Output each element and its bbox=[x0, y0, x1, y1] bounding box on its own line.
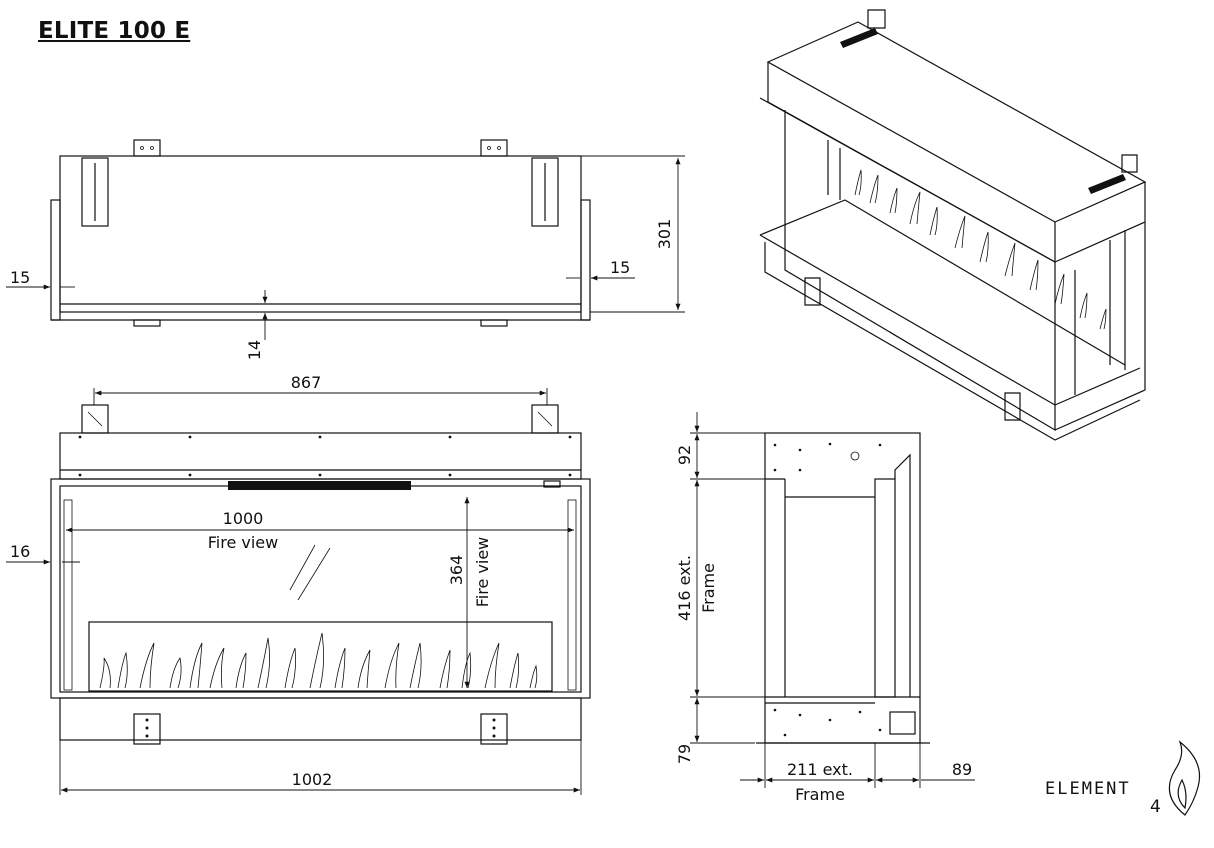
brand-logo: ELEMENT 4 bbox=[1045, 740, 1201, 817]
dim-side-frame-height: 416 ext. bbox=[675, 555, 694, 621]
isometric-view bbox=[759, 9, 1147, 441]
front-view: 867 bbox=[6, 373, 591, 795]
dim-front-left-offset: 16 bbox=[10, 542, 30, 561]
dim-side-bottom: 79 bbox=[675, 744, 694, 764]
dim-side-frame-height-label: Frame bbox=[699, 563, 718, 613]
dim-overall-width: 1002 bbox=[292, 770, 333, 789]
dim-side-frame-depth: 211 ext. bbox=[787, 760, 853, 779]
dim-top-left-offset: 15 bbox=[10, 268, 30, 287]
brand-name: ELEMENT bbox=[1045, 779, 1131, 799]
page-title: ELITE 100 E bbox=[38, 18, 191, 44]
brand-number: 4 bbox=[1150, 797, 1161, 817]
dim-side-rear-depth: 89 bbox=[952, 760, 972, 779]
top-view: 301 15 15 14 bbox=[6, 139, 685, 360]
dim-bracket-spacing: 867 bbox=[291, 373, 322, 392]
dim-side-frame-depth-label: Frame bbox=[795, 785, 845, 804]
dim-fire-view-width-label: Fire view bbox=[208, 533, 278, 552]
dim-side-top: 92 bbox=[675, 445, 694, 465]
dim-top-right-offset: 15 bbox=[610, 258, 630, 277]
dim-fire-view-width: 1000 bbox=[223, 509, 264, 528]
dim-fire-view-height-label: Fire view bbox=[473, 537, 492, 607]
flame-icon bbox=[1168, 740, 1201, 816]
dim-front-lip: 14 bbox=[245, 340, 264, 360]
dim-top-depth: 301 bbox=[655, 219, 674, 250]
dim-fire-view-height: 364 bbox=[447, 555, 466, 586]
side-view: 92 416 ext. Frame 79 211 ext. Frame 89 bbox=[675, 412, 975, 804]
